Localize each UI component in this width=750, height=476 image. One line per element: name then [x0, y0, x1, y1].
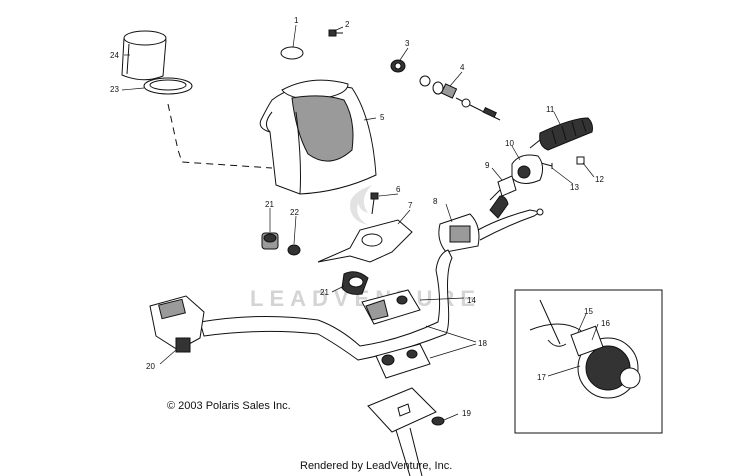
- part-2-screw: [328, 29, 343, 37]
- callout-3: 3: [405, 39, 410, 48]
- callout-labels: 1 2 3 4 5 6 7 8 9 10 11 12 13 14 15 16 1…: [110, 16, 610, 418]
- callout-4: 4: [460, 63, 465, 72]
- part-14-upper-clamp: [361, 289, 421, 325]
- callout-13: 13: [570, 183, 579, 192]
- callout-7: 7: [408, 201, 413, 210]
- part-11-grip: [529, 117, 593, 151]
- part-12-cap: [576, 156, 585, 165]
- part-8-brake-lever: [438, 195, 544, 253]
- callout-22: 22: [290, 208, 299, 217]
- part-9-cable-guide: [489, 175, 517, 201]
- mount-plate: [367, 387, 437, 476]
- part-21-knob-upper: [261, 232, 279, 250]
- rendered-by-text: Rendered by LeadVenture, Inc.: [300, 460, 453, 472]
- callout-21-lower: 21: [320, 288, 329, 297]
- part-10-throttle-housing: [511, 154, 544, 184]
- callout-11: 11: [546, 105, 555, 114]
- callout-9: 9: [485, 161, 490, 170]
- callout-10: 10: [505, 139, 514, 148]
- callout-leaders: [121, 24, 599, 421]
- part-1-washer: [280, 46, 304, 60]
- part-21-ignition-switch: [341, 271, 369, 295]
- callout-23: 23: [110, 85, 119, 94]
- callout-14: 14: [467, 296, 476, 305]
- callout-5: 5: [380, 113, 385, 122]
- part-3-nut: [390, 59, 406, 73]
- callout-18: 18: [478, 339, 487, 348]
- callout-8: 8: [433, 197, 438, 206]
- callout-21-upper: 21: [265, 200, 274, 209]
- part-22-grommet: [287, 244, 301, 256]
- callout-20: 20: [146, 362, 155, 371]
- callout-16: 16: [601, 319, 610, 328]
- callout-15: 15: [584, 307, 593, 316]
- callout-19: 19: [462, 409, 471, 418]
- callout-6: 6: [396, 185, 401, 194]
- part-20-control-switch: [149, 295, 205, 353]
- callout-1: 1: [294, 16, 299, 25]
- part-7-bracket: [317, 219, 413, 263]
- part-18-lower-clamp: [375, 343, 431, 379]
- part-24-cylinder: [121, 30, 167, 81]
- part-5-headlight-pod: [259, 79, 377, 195]
- connector-dashed: [167, 103, 273, 169]
- callout-17: 17: [537, 373, 546, 382]
- part-19-nut: [431, 416, 445, 426]
- callout-24: 24: [110, 51, 119, 60]
- copyright-text: © 2003 Polaris Sales Inc.: [167, 400, 291, 412]
- handlebar: [199, 249, 453, 361]
- inset-brake-detail: [514, 289, 663, 434]
- callout-2: 2: [345, 20, 350, 29]
- part-6-bolt: [370, 192, 379, 215]
- part-4-throttle-cable: [419, 75, 501, 121]
- callout-12: 12: [595, 175, 604, 184]
- part-23-ring: [143, 77, 193, 95]
